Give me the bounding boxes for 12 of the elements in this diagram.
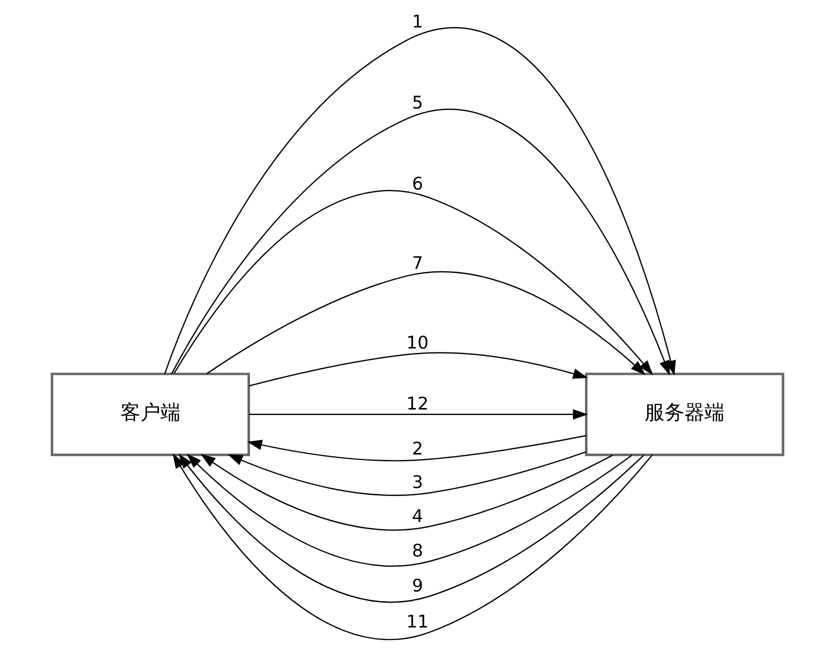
edge-label: 5 xyxy=(411,93,423,114)
edge-label: 12 xyxy=(406,394,428,415)
edge-label: 4 xyxy=(411,506,423,527)
edge-label: 6 xyxy=(411,174,423,194)
edge-label: 8 xyxy=(411,542,423,562)
edge-label: 1 xyxy=(411,12,423,32)
edge-label: 9 xyxy=(411,576,423,597)
edge-label: 11 xyxy=(406,612,428,633)
edge-label: 2 xyxy=(411,440,423,460)
edge-label: 7 xyxy=(411,254,423,274)
edge-label: 10 xyxy=(406,334,428,354)
edge-label: 3 xyxy=(411,473,423,494)
